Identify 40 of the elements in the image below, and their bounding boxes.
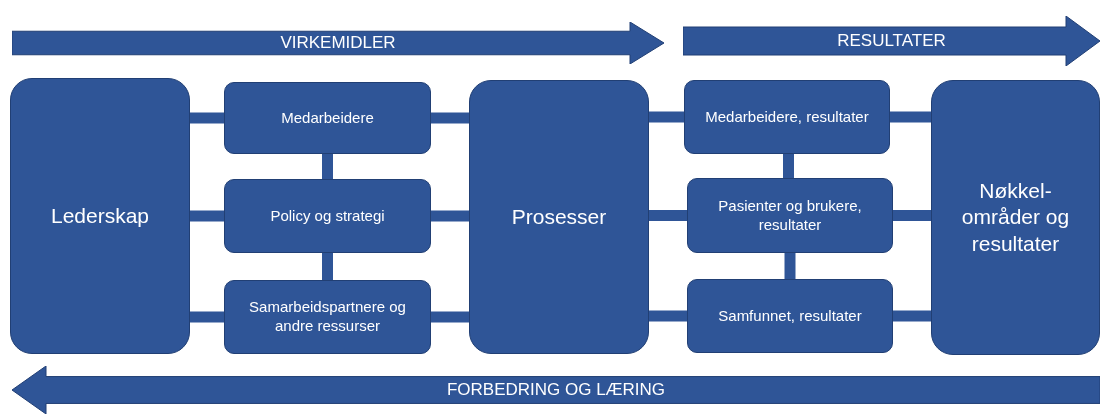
main-block (469, 80, 649, 354)
box-label: Nøkkel-områder og resultater (960, 178, 1071, 257)
block-arrow-banner (12, 22, 664, 64)
process-box (687, 279, 893, 353)
connector (431, 112, 469, 124)
connector (322, 154, 333, 179)
connector (890, 111, 931, 123)
main-block (931, 80, 1100, 355)
connector (431, 311, 469, 323)
connector (649, 310, 687, 322)
banner-label: RESULTATER (837, 30, 946, 52)
connector (783, 154, 794, 178)
process-box (687, 178, 893, 253)
connector (784, 253, 796, 279)
box-label: Prosesser (511, 203, 607, 230)
process-box (224, 82, 431, 154)
box-label: Medarbeidere, resultater (705, 107, 869, 127)
main-block (10, 78, 190, 354)
process-box (684, 80, 890, 154)
connector (893, 210, 931, 221)
box-label: Policy og strategi (270, 206, 385, 226)
connector (649, 210, 687, 221)
banner-label: VIRKEMIDLER (280, 32, 396, 54)
block-arrow-banner (12, 366, 1100, 414)
connector (649, 111, 684, 123)
box-label: Lederskap (50, 202, 150, 229)
box-label: Pasienter og brukere, resultater (717, 196, 863, 235)
connector (431, 210, 469, 222)
connector (190, 112, 224, 124)
box-label: Samarbeidspartnere og andre ressurser (248, 298, 407, 336)
banner-label: FORBEDRING OG LÆRING (446, 379, 666, 401)
block-arrow-banner (683, 16, 1100, 66)
process-box (224, 280, 431, 354)
connector (190, 210, 224, 222)
connector (322, 253, 333, 280)
box-label: Medarbeidere (281, 108, 374, 128)
connector (190, 311, 224, 323)
process-box (224, 179, 431, 253)
box-label: Samfunnet, resultater (718, 306, 862, 326)
connector (893, 310, 931, 322)
